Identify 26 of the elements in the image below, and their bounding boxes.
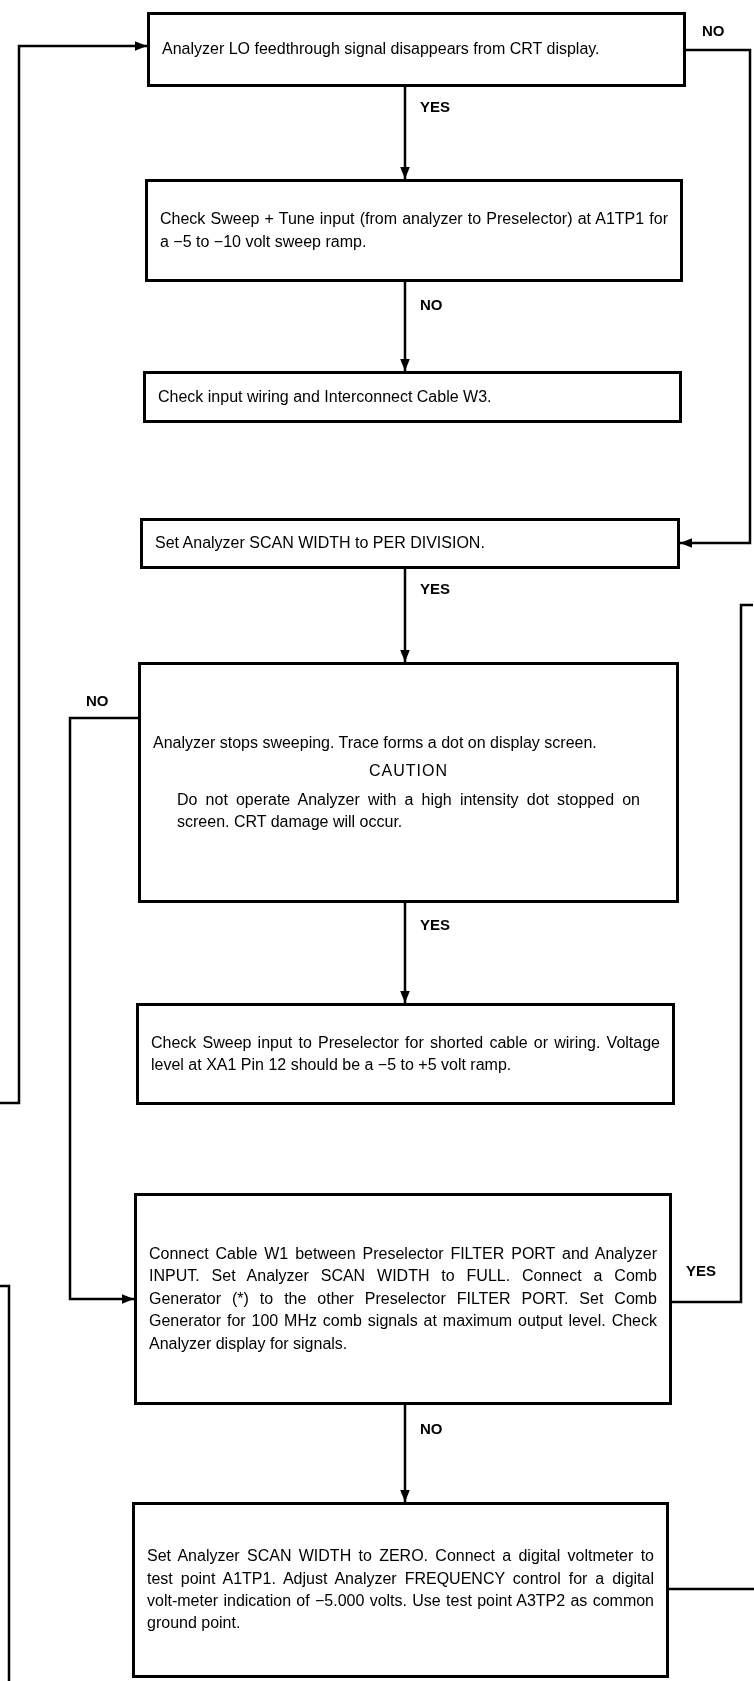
step-text: Connect Cable W1 between Preselector FILTER PORT and Analyzer INPUT. Set Analyzer SCAN WIDTH to FULL. Connect a Comb Generator (*) to the other Preselector FILTER PORT. Set Comb Generator for 100 MHz comb signals at maximum output level. Check Analyzer display for signals.	[149, 1244, 657, 1354]
process-box	[143, 371, 682, 423]
process-box	[136, 1003, 675, 1105]
flow-arrow	[400, 1405, 410, 1502]
process-box	[132, 1502, 669, 1678]
step-text: Check input wiring and Interconnect Cable W3.	[158, 386, 493, 407]
step-text: Set Analyzer SCAN WIDTH to ZERO. Connect a digital voltmeter to test point A1TP1. Adjust Analyzer FREQUENCY control for a digital volt-meter indication of −5.000 volts. Use test point A3TP2 as common ground point.	[147, 1546, 654, 1634]
process-box	[147, 12, 686, 87]
flow-arrow	[680, 48, 752, 548]
step-text: Check Sweep input to Preselector for shorted cable or wiring. Voltage level at XA1 Pin 12 should be a −5 to +5 volt ramp.	[151, 1032, 660, 1075]
flow-arrow	[400, 903, 410, 1003]
step-text: Analyzer stops sweeping. Trace forms a dot on display screen.	[153, 732, 598, 753]
flow-arrow	[400, 87, 410, 179]
step-text: Check Sweep + Tune input (from analyzer to Preselector) at A1TP1 for a −5 to −10 volt sweep ramp.	[160, 209, 668, 252]
caution-heading: CAUTION	[368, 761, 449, 782]
flow-arrow	[0, 41, 147, 1105]
flow-arrow	[400, 282, 410, 371]
flow-arrow	[68, 716, 138, 1304]
process-box	[138, 662, 679, 903]
step-text: Set Analyzer SCAN WIDTH to PER DIVISION.	[155, 533, 486, 554]
caution-text: Do not operate Analyzer with a high intensity dot stopped on screen. CRT damage will occur.	[176, 789, 641, 832]
step-text: Analyzer LO feedthrough signal disappears from CRT display.	[162, 39, 601, 60]
process-box	[140, 518, 680, 569]
flow-arrow	[400, 569, 410, 662]
process-box	[145, 179, 683, 282]
process-box	[134, 1193, 672, 1405]
